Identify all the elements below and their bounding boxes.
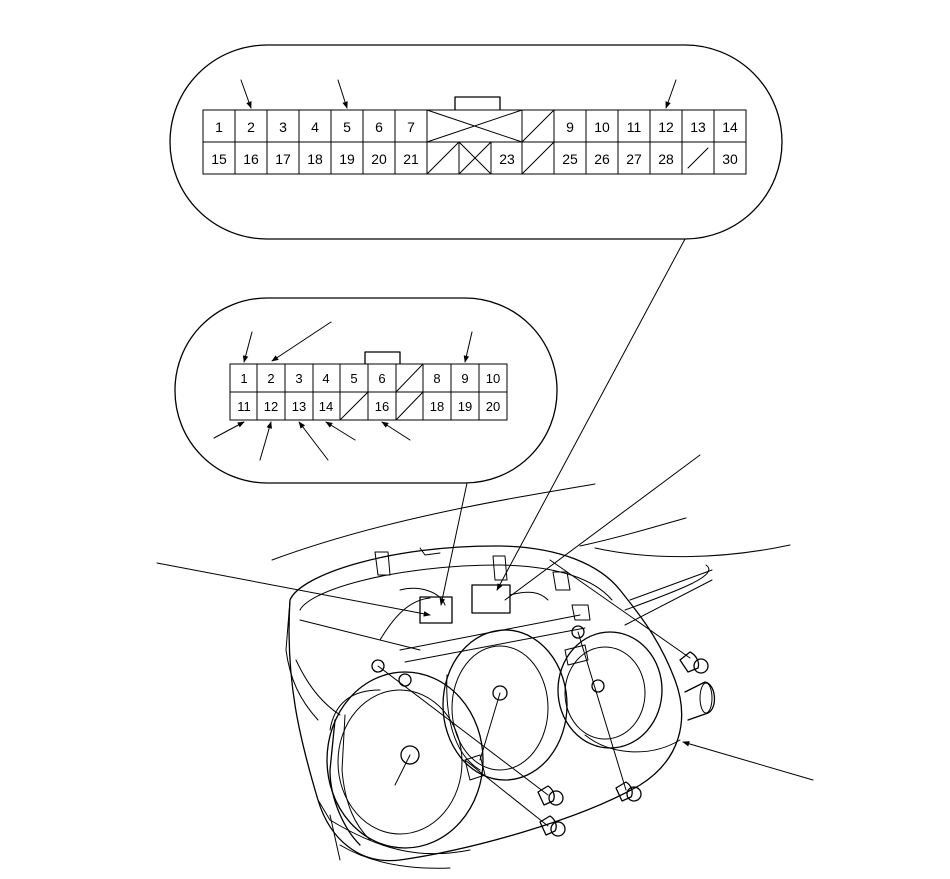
right-gauge	[557, 631, 681, 753]
pin-label: 21	[403, 151, 419, 167]
gauge-needle-hub	[400, 745, 420, 765]
connector-20-bottom-row: 11 12 13 14 16 18 19 20	[229, 391, 508, 421]
connector-20-socket	[419, 596, 453, 624]
pin-label: 19	[339, 151, 355, 167]
pin-label: 2	[267, 371, 274, 386]
pin-label: 1	[240, 371, 247, 386]
pin-label: 10	[486, 371, 500, 386]
pin-label: 27	[626, 151, 642, 167]
pin-label: 14	[722, 119, 738, 135]
connector-30-bottom-row: 15 16 17 18 19 20 21 23 25 26 27 28 30	[202, 141, 747, 175]
connector-30-socket	[471, 584, 511, 614]
pin-label: 9	[566, 119, 574, 135]
screw	[377, 665, 564, 806]
pin-label: 23	[499, 151, 515, 167]
pin-label: 15	[211, 151, 227, 167]
callout-leader-lines	[156, 238, 814, 781]
screw	[549, 559, 709, 674]
pin-label: 14	[319, 399, 333, 414]
pin-label: 16	[243, 151, 259, 167]
screw	[577, 631, 642, 802]
pin-label: 13	[292, 399, 306, 414]
pin-label: 18	[430, 399, 444, 414]
pointer-arrow	[665, 79, 677, 109]
pointer-arrow	[242, 331, 253, 363]
left-gauge	[326, 671, 484, 849]
connector-20-callout: 1 2 3 4 5 6 8 9 10 11 12 13 14	[174, 297, 558, 484]
pin-label: 5	[350, 371, 357, 386]
pointer-arrow	[213, 421, 245, 439]
pointer-arrow	[298, 421, 329, 461]
dashboard-edge	[271, 483, 596, 561]
pin-label: 20	[371, 151, 387, 167]
pin-label: 10	[594, 119, 610, 135]
connector-20-top-row: 1 2 3 4 5 6 8 9 10	[229, 363, 508, 393]
gauge-cluster-assembly	[271, 483, 791, 869]
pin-label: 12	[658, 119, 674, 135]
pin-label: 25	[562, 151, 578, 167]
pin-label: 3	[295, 371, 302, 386]
pointer-arrow	[325, 421, 356, 441]
pointer-arrow	[463, 331, 473, 363]
pin-label: 20	[486, 399, 500, 414]
pin-label: 5	[343, 119, 351, 135]
pin-label: 18	[307, 151, 323, 167]
pin-label: 2	[247, 119, 255, 135]
screw	[464, 759, 566, 837]
gauge-needle-hub	[492, 685, 508, 701]
pin-label: 1	[215, 119, 223, 135]
gauge-needle-hub	[591, 679, 605, 693]
pin-label: 26	[594, 151, 610, 167]
pin-label: 8	[433, 371, 440, 386]
pin-label: 13	[690, 119, 706, 135]
pin-label: 4	[311, 119, 319, 135]
pointer-arrow	[271, 321, 332, 362]
pin-label: 30	[722, 151, 738, 167]
pin-label: 11	[237, 399, 251, 414]
pin-label: 17	[275, 151, 291, 167]
connector-30-top-row: 1 2 3 4 5 6 7 9 10 11 12 13 14	[202, 109, 747, 143]
pin-label: 28	[658, 151, 674, 167]
pointer-arrow	[259, 421, 272, 461]
pin-label: 16	[375, 399, 389, 414]
pointer-arrow	[240, 79, 252, 109]
center-gauge	[442, 629, 568, 781]
pin-label: 4	[322, 371, 329, 386]
pin-label: 7	[407, 119, 415, 135]
pin-label: 19	[458, 399, 472, 414]
pin-label: 9	[461, 371, 468, 386]
pin-label: 6	[378, 371, 385, 386]
pin-label: 11	[627, 119, 642, 135]
cluster-housing	[288, 545, 683, 862]
pin-label: 12	[264, 399, 278, 414]
connector-30-callout: 1 2 3 4 5 6 7 9 10 11 12 13 14	[169, 44, 783, 240]
pin-label: 3	[279, 119, 287, 135]
pointer-arrow	[381, 421, 411, 441]
pin-label: 6	[375, 119, 383, 135]
pointer-arrow	[337, 79, 348, 109]
